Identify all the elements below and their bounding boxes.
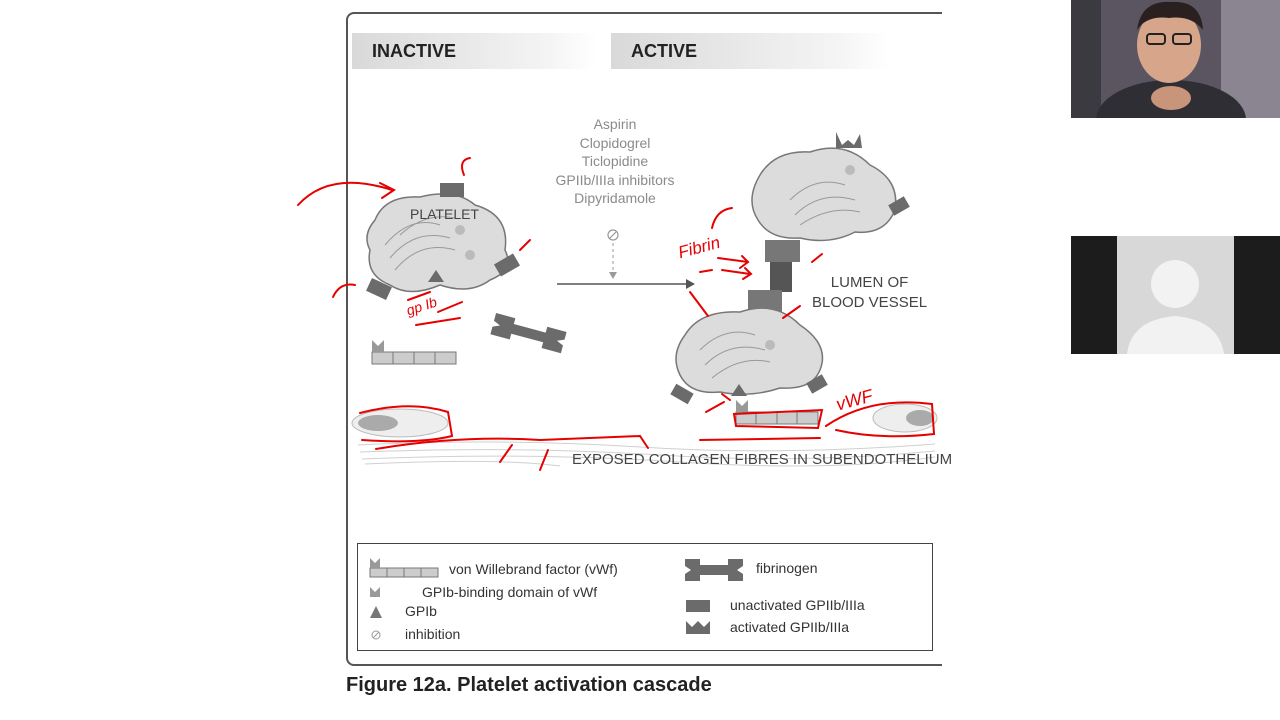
- legend-activated-text: activated GPIIb/IIIa: [730, 619, 850, 635]
- legend-gpib-binding-text: GPIb-binding domain of vWf: [422, 584, 598, 600]
- legend-box: [357, 543, 933, 651]
- figure-caption: Figure 12a. Platelet activation cascade: [346, 674, 712, 696]
- figure-frame: [346, 12, 942, 666]
- legend-gpib-text: GPIb: [405, 603, 437, 619]
- red-annotations: [297, 157, 936, 471]
- video-tile-participant[interactable]: [1071, 236, 1280, 354]
- legend-unactivated-icon: [686, 600, 710, 612]
- inhibition-symbol: [607, 229, 619, 241]
- legend-activated-icon: [686, 621, 710, 634]
- fibrinogen-bridge: [748, 240, 800, 312]
- free-vwf: [371, 340, 457, 365]
- video-tile-presenter[interactable]: [1071, 0, 1280, 118]
- drug-dipyridamole: Dipyridamole: [574, 190, 656, 206]
- avatar-icon: [1127, 260, 1224, 354]
- platelet-label: PLATELET: [410, 206, 479, 222]
- legend-vwf-text: von Willebrand factor (vWf): [449, 561, 618, 577]
- inhibitor-list: Aspirin Clopidogrel Ticlopidine GPIIb/II…: [540, 115, 690, 208]
- inactive-platelet: [366, 183, 521, 300]
- free-fibrinogen: [490, 313, 567, 354]
- bound-vwf: [735, 400, 819, 425]
- drug-gpiib-iiia-inhibitors: GPIIb/IIIa inhibitors: [555, 171, 675, 188]
- header-active: ACTIVE: [611, 33, 891, 69]
- legend-inhibition-text: inhibition: [405, 626, 461, 642]
- header-inactive: INACTIVE: [352, 33, 597, 69]
- drug-aspirin: Aspirin: [593, 116, 637, 132]
- lumen-label-line2: BLOOD VESSEL: [812, 294, 928, 311]
- active-platelet-top: [751, 132, 910, 242]
- legend-unactivated-text: unactivated GPIIb/IIIa: [730, 597, 865, 613]
- legend-fibrinogen-text: fibrinogen: [756, 560, 818, 576]
- legend-gpib-icon: [370, 606, 382, 618]
- lumen-label: LUMEN OF BLOOD VESSEL: [812, 273, 927, 313]
- collagen-fibres: [357, 441, 936, 467]
- active-platelet-bottom: [670, 307, 828, 405]
- legend-vwf-icon: [369, 558, 439, 578]
- presenter-video: [1071, 0, 1280, 118]
- drug-clopidogrel: Clopidogrel: [579, 134, 651, 151]
- collagen-label: EXPOSED COLLAGEN FIBRES IN SUBENDOTHELIU…: [572, 451, 953, 468]
- lumen-label-line1: LUMEN OF: [830, 274, 909, 291]
- participant-placeholder: [1117, 236, 1234, 354]
- legend-fibrinogen-icon: [685, 559, 743, 581]
- legend-inhibition-icon: [371, 630, 381, 640]
- drug-ticlopidine: Ticlopidine: [581, 153, 649, 169]
- legend-gpib-binding-icon: [370, 587, 380, 597]
